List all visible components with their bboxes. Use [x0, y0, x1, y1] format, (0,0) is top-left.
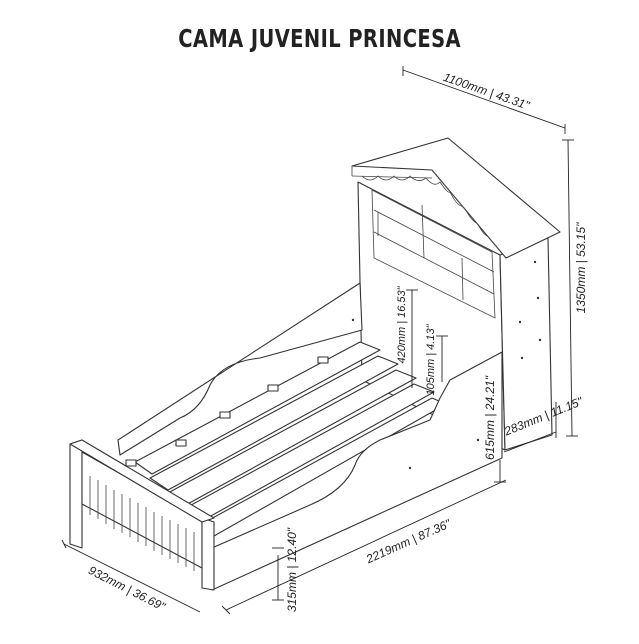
bed-length-label: 2219mm | 87.36"	[363, 516, 453, 566]
footboard	[69, 439, 215, 591]
floor-clearance-label: 315mm | 12.40"	[285, 527, 299, 612]
back-side-rail	[117, 282, 363, 456]
total-height-label: 1350mm | 53.15"	[574, 222, 588, 314]
shelf-height-label: 420mm | 16.53"	[396, 285, 408, 363]
dimension-lines	[61, 66, 578, 615]
back-rail-panel	[117, 282, 363, 456]
diagram-title: CAMA JUVENIL PRINCESA	[178, 24, 462, 53]
front-side-rail	[211, 351, 503, 591]
roof-width-label: 1100mm | 43.31"	[442, 70, 532, 113]
small-height-label: 105mm | 4.13"	[425, 323, 437, 395]
mattress-top-label: 615mm | 24.21"	[483, 375, 497, 460]
bed-width-label: 932mm | 36.69"	[86, 563, 168, 614]
front-rail-panel	[211, 351, 503, 591]
